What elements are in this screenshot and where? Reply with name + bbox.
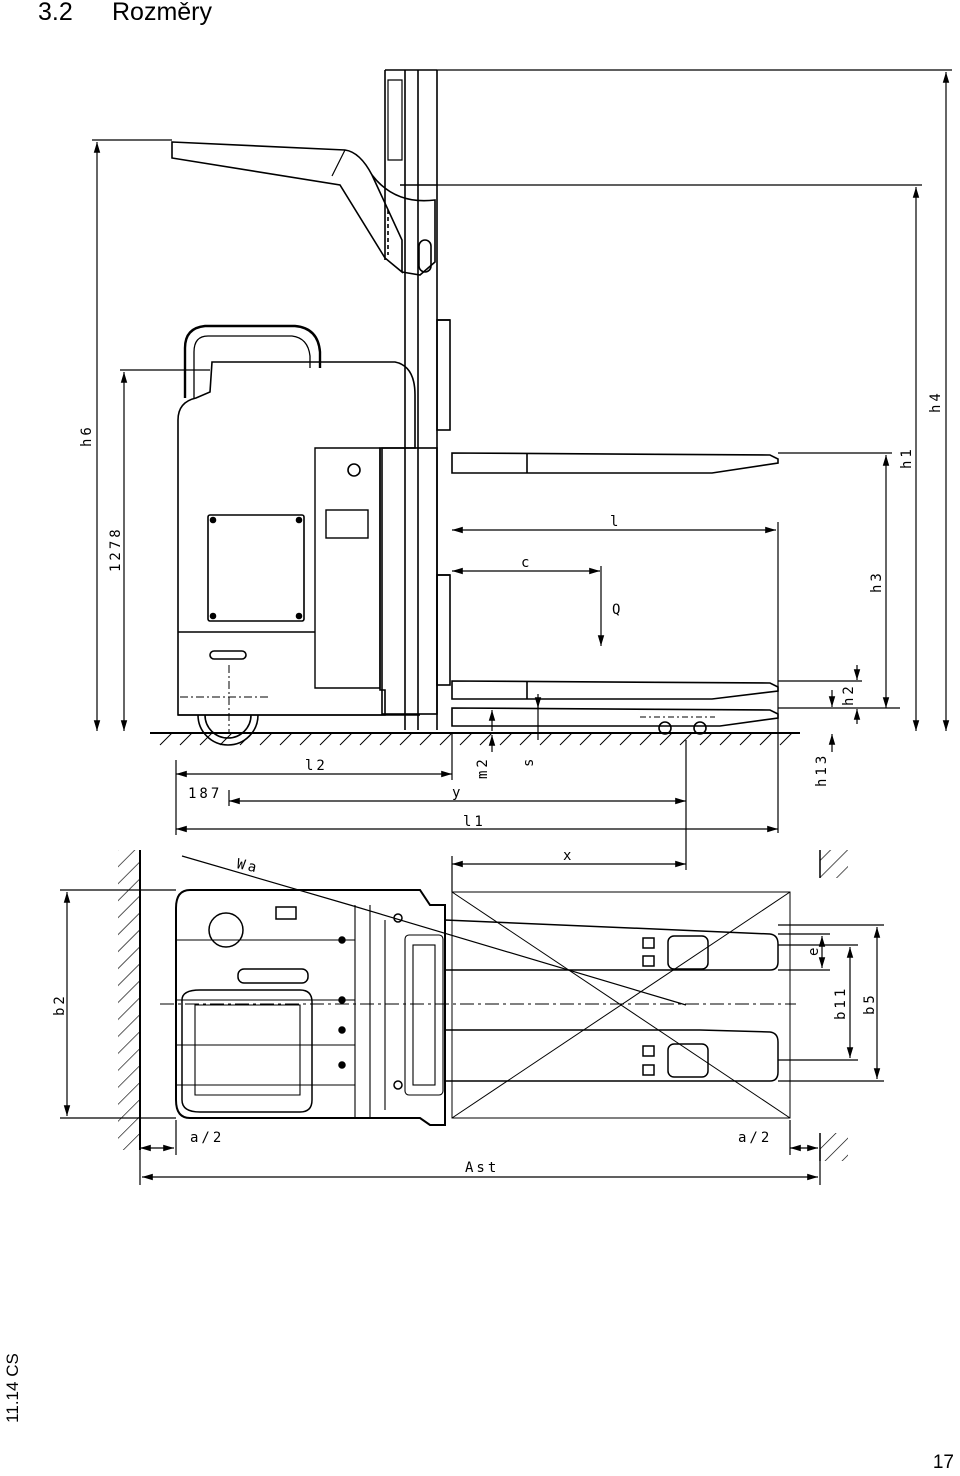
label-Q: Q (612, 602, 623, 618)
handle-slot (209, 650, 247, 660)
top-view (118, 850, 848, 1161)
battery-cover (314, 447, 381, 689)
label-l1: l1 (463, 814, 486, 830)
label-Ast: Ast (465, 1160, 499, 1176)
battery-window (325, 509, 369, 539)
fork-left-top (444, 919, 779, 971)
right-wall-bottom (820, 1133, 848, 1161)
right-wall-top (820, 850, 848, 878)
top-dimensions (60, 856, 884, 1185)
label-h6: h6 (79, 424, 95, 447)
label-187: 187 (188, 786, 222, 802)
label-1278: 1278 (108, 526, 124, 572)
load-outline (451, 891, 791, 1119)
drive-wheel (197, 714, 259, 746)
section-heading: 3.2 Rozměry (38, 0, 212, 27)
support-arm (451, 707, 779, 727)
label-m2: m2 (475, 756, 491, 779)
side-view (150, 69, 800, 746)
label-a-half-left: a/2 (190, 1130, 224, 1146)
edition-text: 11.14 CS (3, 1353, 22, 1423)
label-Wa: Wa (235, 856, 261, 876)
label-x: x (563, 848, 574, 864)
label-l2: l2 (305, 758, 328, 774)
label-h3: h3 (869, 570, 885, 593)
left-wall-hatching (118, 850, 140, 1150)
label-h4: h4 (928, 390, 944, 413)
top-view-labels: Wa x b2 e b11 b5 a/2 a/2 Ast (52, 848, 878, 1176)
operator-guard (183, 324, 322, 398)
label-y: y (452, 785, 463, 801)
edition-label: 11.14 CS (2, 1348, 24, 1428)
chassis-top (175, 889, 446, 1126)
label-s: s (521, 756, 537, 767)
side-view-labels: h6 1278 h4 h1 h3 h2 h13 l c Q l2 m2 s 18… (79, 390, 944, 830)
ground-hatching (159, 732, 793, 746)
overhead-guard-arm (171, 141, 403, 274)
fork-right-top (444, 1029, 779, 1082)
mast (381, 69, 451, 730)
label-a-half-right: a/2 (738, 1130, 772, 1146)
section-title: Rozměry (112, 0, 213, 26)
side-dimensions (92, 69, 952, 870)
side-panel (207, 514, 305, 622)
label-e: e (806, 945, 822, 956)
label-l: l (610, 514, 621, 530)
upper-fork (451, 452, 779, 474)
label-h2: h2 (841, 683, 857, 706)
operator-seat (181, 989, 313, 1113)
page-number: 17 (932, 1452, 954, 1473)
lower-fork (451, 680, 779, 700)
label-b5: b5 (862, 992, 878, 1015)
label-h1: h1 (899, 446, 915, 469)
label-h13: h13 (814, 753, 830, 787)
steering-tiller (208, 912, 244, 948)
section-number: 3.2 (38, 0, 73, 26)
label-b11: b11 (833, 986, 849, 1020)
label-c: c (521, 555, 532, 571)
arm-slot (418, 239, 432, 273)
key-switch (347, 463, 361, 477)
label-b2: b2 (52, 993, 68, 1016)
turning-radius-line (181, 855, 687, 1006)
